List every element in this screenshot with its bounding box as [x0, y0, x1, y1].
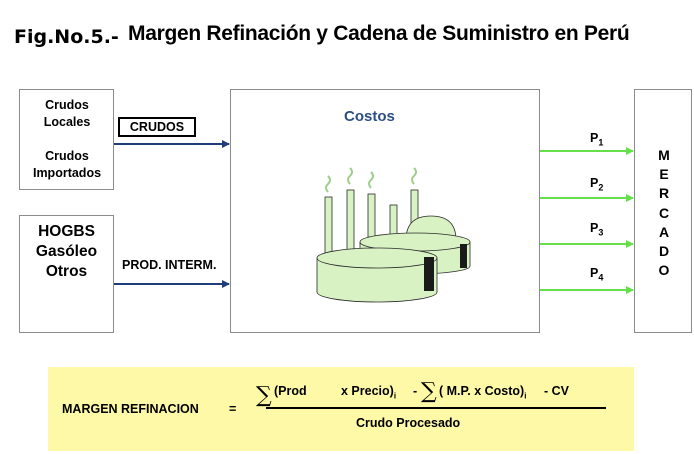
otros-text: Otros [45, 263, 88, 280]
formula-box [48, 367, 634, 451]
formula-minus: - [413, 384, 418, 398]
crudos-locales-text: Crudos Locales [43, 98, 91, 129]
price-p2-label: P2 [590, 176, 604, 193]
hogbs-text: HOGBS [38, 223, 95, 240]
gasoleo-text: Gasóleo [35, 243, 98, 260]
figure-title: Margen Refinación y Cadena de Suministro… [128, 22, 630, 45]
formula-denominator: Crudo Procesado [356, 416, 461, 430]
intermediate-products-box: HOGBS Gasóleo Otros [19, 215, 114, 333]
formula-precio-term: x Precio)i [341, 384, 397, 401]
prod-interm-label: PROD. INTERM. [122, 258, 217, 272]
mercado-letter: A [658, 223, 670, 240]
mercado-letter: C [658, 204, 670, 221]
price-p1-label: P1 [590, 131, 604, 148]
mercado-letter: R [658, 185, 670, 202]
mercado-label: M E R C A D O [655, 146, 673, 280]
mercado-letter: O [658, 262, 670, 279]
sigma-symbol-1: ∑ [256, 383, 272, 408]
mercado-letter: D [658, 243, 670, 260]
crudos-importados-text: Crudos Importados [32, 149, 102, 180]
refinery-icon [316, 167, 471, 303]
costos-label: Costos [344, 108, 395, 125]
price-p3-label: P3 [590, 221, 604, 238]
price-p4-label: P4 [590, 266, 604, 283]
formula-cv-term: - CV [544, 384, 569, 398]
mercado-box [634, 89, 692, 333]
mercado-letter: E [659, 166, 669, 183]
formula-equals: = [229, 402, 237, 416]
figure-label: Fig.No.5.- [14, 26, 119, 48]
crudos-label: CRUDOS [118, 117, 196, 137]
fraction-line [266, 407, 606, 409]
formula-mp-term: ( M.P. x Costo)i [439, 384, 527, 401]
sigma-symbol-2: ∑ [421, 379, 437, 404]
formula-label: MARGEN REFINACION [62, 402, 199, 416]
formula-prod-term: (Prod [274, 384, 307, 398]
crudos-box: Crudos Locales Crudos Importados [19, 89, 114, 190]
mercado-letter: M [658, 147, 670, 163]
